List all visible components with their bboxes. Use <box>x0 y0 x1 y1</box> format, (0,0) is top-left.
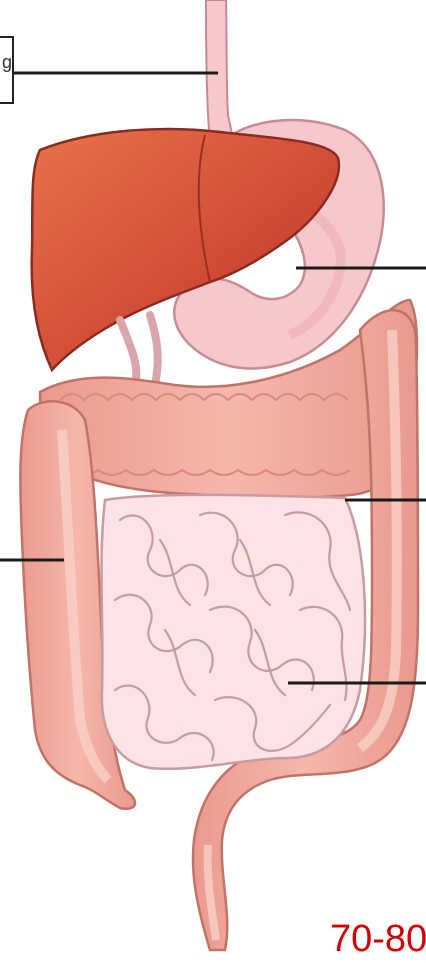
small-intestine <box>101 495 365 769</box>
gallbladder-duct <box>120 315 158 385</box>
label-box-text: g <box>2 52 12 73</box>
caption-text: 70-80 <box>330 920 426 958</box>
